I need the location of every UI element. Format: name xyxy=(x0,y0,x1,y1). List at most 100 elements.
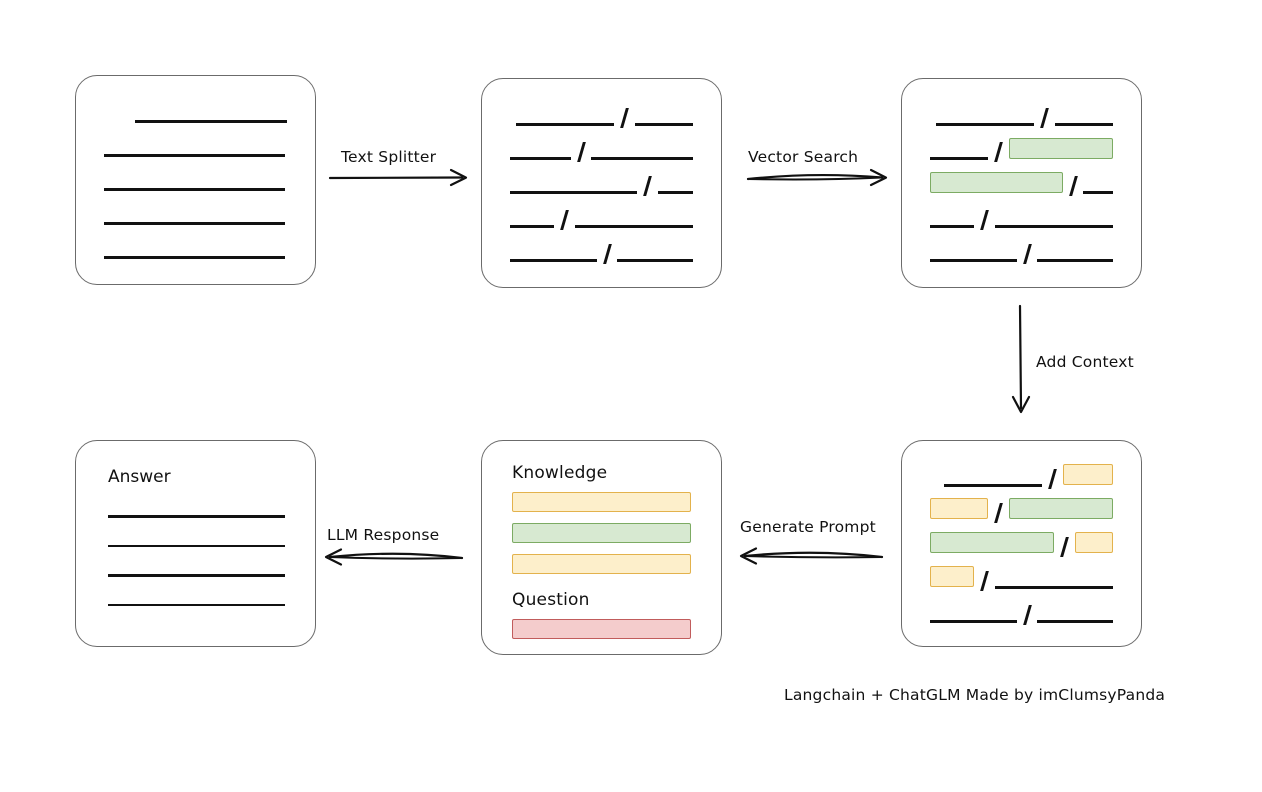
answer-text-line xyxy=(108,544,285,548)
text-line-segment xyxy=(930,225,975,228)
text-line-segment xyxy=(930,157,989,160)
arrow-add-context xyxy=(1011,304,1031,414)
slash-separator xyxy=(620,108,629,128)
text-line-segment xyxy=(104,256,285,259)
text-line-segment xyxy=(516,123,614,126)
prompt-inner: Knowledge Question xyxy=(512,463,691,639)
diagram-caption: Langchain + ChatGLM Made by imClumsyPand… xyxy=(784,686,1166,704)
document-row xyxy=(930,459,1113,493)
slash-separator xyxy=(560,210,569,230)
document-row xyxy=(104,95,287,129)
chunk-yellow xyxy=(1074,532,1113,553)
chunk-yellow xyxy=(930,566,975,587)
document-row xyxy=(930,132,1113,166)
document-row xyxy=(930,595,1113,629)
prompt-bar-yellow xyxy=(512,492,691,512)
arrow-llm-response xyxy=(324,548,464,566)
knowledge-bars xyxy=(512,492,691,585)
question-label: Question xyxy=(512,590,590,610)
box-prompt[interactable]: Knowledge Question xyxy=(481,440,722,655)
document-row xyxy=(930,234,1113,268)
answer-text-line xyxy=(108,603,285,607)
box-retrieved-document[interactable] xyxy=(901,78,1142,288)
text-line-segment xyxy=(510,157,571,160)
text-line-segment xyxy=(1037,619,1113,623)
chunk-yellow xyxy=(1063,464,1113,485)
text-line-segment xyxy=(510,225,555,228)
prompt-bar-yellow xyxy=(512,554,691,574)
document-row xyxy=(510,98,693,132)
arrow-label-generate-prompt: Generate Prompt xyxy=(740,518,876,536)
arrow-label-llm-response: LLM Response xyxy=(327,526,440,544)
slash-separator xyxy=(1068,176,1078,196)
box-context-document[interactable] xyxy=(901,440,1142,647)
answer-inner: Answer xyxy=(108,467,285,620)
document-row xyxy=(510,166,693,200)
arrow-text-splitter xyxy=(328,168,468,187)
answer-title: Answer xyxy=(108,467,171,487)
text-line-segment xyxy=(657,191,693,194)
text-line-segment xyxy=(617,259,693,262)
slash-separator xyxy=(1022,604,1032,625)
slash-separator xyxy=(980,210,989,230)
text-line-segment xyxy=(994,585,1113,589)
context-document-rows xyxy=(902,441,1141,646)
document-row xyxy=(104,129,287,163)
document-row xyxy=(930,527,1113,561)
document-row xyxy=(510,132,693,166)
text-line-segment xyxy=(574,225,693,228)
text-line-segment xyxy=(994,225,1113,228)
slash-separator xyxy=(1048,468,1057,489)
box-answer[interactable]: Answer xyxy=(75,440,316,647)
arrow-vector-search xyxy=(746,168,888,187)
slash-separator xyxy=(1060,536,1069,557)
text-line-segment xyxy=(591,157,693,160)
text-line-segment xyxy=(944,483,1042,487)
slash-separator xyxy=(980,570,989,591)
document-row xyxy=(510,200,693,234)
slash-separator xyxy=(994,142,1004,162)
text-line-segment xyxy=(930,619,1017,623)
arrow-generate-prompt xyxy=(739,547,884,565)
text-line-segment xyxy=(1055,123,1113,126)
text-line-segment xyxy=(1037,259,1113,262)
split-document-rows xyxy=(482,79,721,287)
chunk-green xyxy=(1009,498,1113,519)
source-document-rows xyxy=(76,76,315,284)
prompt-bar-green xyxy=(512,523,691,543)
document-row xyxy=(930,200,1113,234)
text-line-segment xyxy=(510,259,597,262)
slash-separator xyxy=(1022,244,1032,264)
question-bars xyxy=(512,619,691,650)
text-line-segment xyxy=(930,259,1017,262)
slash-separator xyxy=(642,176,652,196)
document-row xyxy=(104,163,287,197)
arrow-label-add-context: Add Context xyxy=(1036,353,1134,371)
slash-separator xyxy=(994,502,1004,523)
chunk-yellow xyxy=(930,498,989,519)
document-row xyxy=(510,234,693,268)
box-source-document[interactable] xyxy=(75,75,316,285)
document-row xyxy=(930,561,1113,595)
document-row xyxy=(104,197,287,231)
prompt-bar-red xyxy=(512,619,691,639)
text-line-segment xyxy=(635,123,693,126)
answer-text-line xyxy=(108,574,285,577)
slash-separator xyxy=(577,142,586,162)
text-line-segment xyxy=(510,191,637,194)
arrow-label-text-splitter: Text Splitter xyxy=(341,148,437,166)
arrow-label-vector-search: Vector Search xyxy=(748,148,859,166)
slash-separator xyxy=(602,244,612,264)
document-row xyxy=(104,231,287,265)
chunk-green xyxy=(930,171,1063,193)
document-row xyxy=(930,493,1113,527)
slash-separator xyxy=(1040,108,1049,128)
text-line-segment xyxy=(135,120,287,123)
retrieved-document-rows xyxy=(902,79,1141,287)
text-line-segment xyxy=(936,123,1034,126)
text-line-segment xyxy=(104,188,285,191)
box-split-document[interactable] xyxy=(481,78,722,288)
document-row xyxy=(930,98,1113,132)
chunk-green xyxy=(1009,137,1113,159)
